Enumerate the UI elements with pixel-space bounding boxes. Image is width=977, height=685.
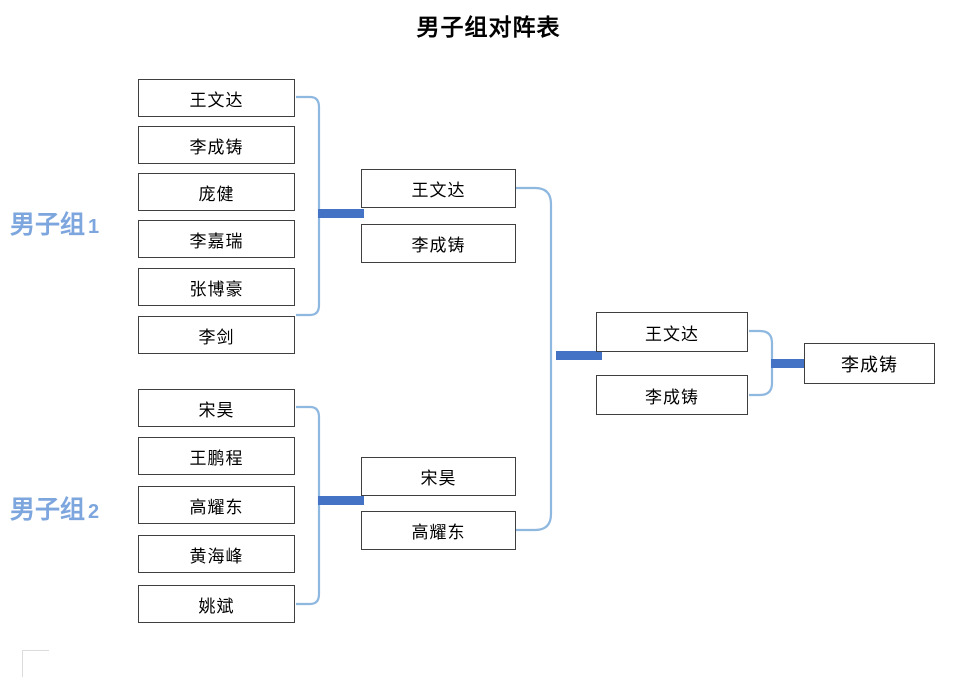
player-box-r2g1-2[interactable]: 李成铸 (361, 224, 516, 263)
player-box-r2g2-2[interactable]: 高耀东 (361, 511, 516, 550)
bracket-line-group2 (296, 405, 321, 606)
player-box-r1g1-3[interactable]: 庞健 (138, 173, 295, 211)
group-label-1-name: 男子组 (10, 211, 86, 239)
bracket-line-semifinal (516, 186, 553, 532)
player-box-r2g1-1[interactable]: 王文达 (361, 169, 516, 208)
connector-bar-group2 (318, 496, 364, 505)
player-box-r1g2-4[interactable]: 黄海峰 (138, 535, 295, 573)
connector-bar-group1 (318, 209, 364, 218)
player-box-r1g2-5[interactable]: 姚斌 (138, 585, 295, 623)
group-label-1-number: 1 (88, 216, 100, 238)
player-box-champion[interactable]: 李成铸 (804, 343, 935, 384)
player-box-r2g2-1[interactable]: 宋昊 (361, 457, 516, 496)
player-box-r1g1-2[interactable]: 李成铸 (138, 126, 295, 164)
player-box-r3-2[interactable]: 李成铸 (596, 375, 748, 415)
player-box-r1g1-6[interactable]: 李剑 (138, 316, 295, 354)
player-box-r1g1-5[interactable]: 张博豪 (138, 268, 295, 306)
slide-corner-mark (22, 650, 49, 677)
connector-bar-semifinal (556, 351, 602, 360)
player-box-r1g2-3[interactable]: 高耀东 (138, 486, 295, 524)
group-label-2-name: 男子组 (10, 496, 86, 524)
group-label-2-number: 2 (88, 501, 100, 523)
bracket-line-final (749, 329, 774, 397)
player-box-r1g2-2[interactable]: 王鹏程 (138, 437, 295, 475)
page-title: 男子组对阵表 (416, 14, 561, 40)
player-box-r1g1-4[interactable]: 李嘉瑞 (138, 220, 295, 258)
bracket-line-group1 (296, 95, 321, 317)
player-box-r3-1[interactable]: 王文达 (596, 312, 748, 352)
player-box-r1g2-1[interactable]: 宋昊 (138, 389, 295, 427)
player-box-r1g1-1[interactable]: 王文达 (138, 79, 295, 117)
